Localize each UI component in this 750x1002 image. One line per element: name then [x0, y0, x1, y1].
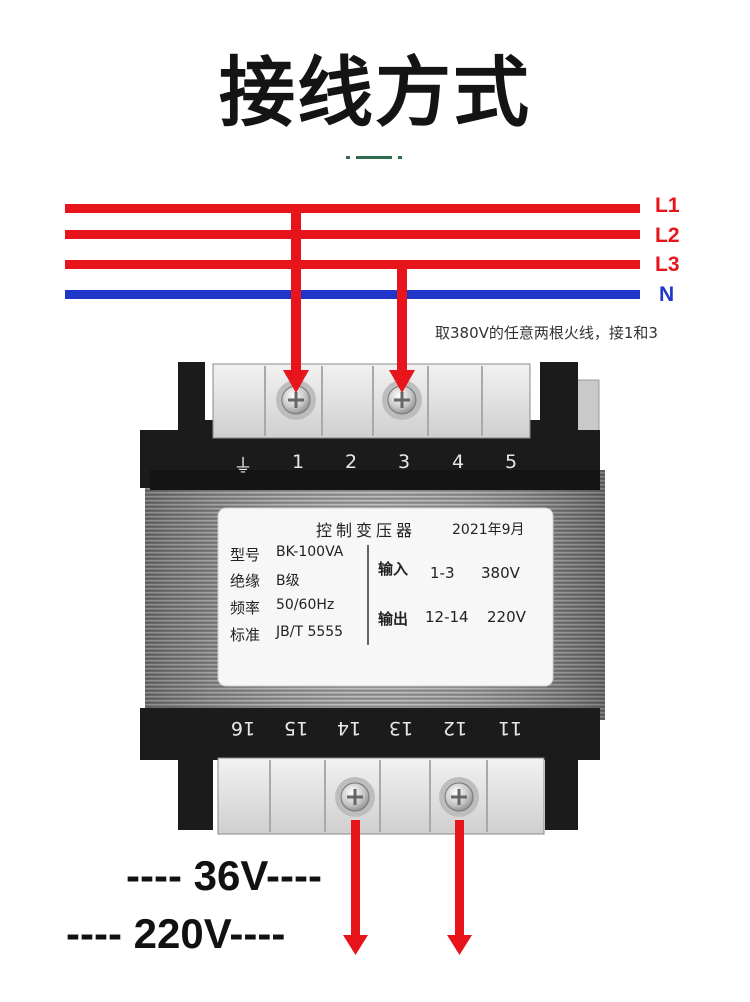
nameplate-input-terminals: 1-3 — [430, 564, 455, 582]
terminal-label-11: 11 — [497, 717, 523, 739]
bottom-bobbin-frame — [140, 708, 600, 830]
terminal-label-12: 12 — [442, 717, 468, 739]
terminal-label-15: 15 — [283, 717, 309, 739]
nameplate-frequency-value: 50/60Hz — [276, 597, 335, 613]
nameplate-output-voltage: 220V — [487, 608, 526, 626]
line-label-l2: L2 — [655, 224, 680, 247]
wire-l1 — [65, 204, 640, 213]
input-arrow-l1 — [283, 208, 309, 393]
nameplate-date: 2021年9月 — [452, 522, 525, 538]
nameplate-frequency-label: 频率 — [230, 599, 261, 617]
terminal-label-4: 4 — [451, 451, 465, 473]
wire-n — [65, 290, 640, 299]
nameplate — [217, 507, 554, 687]
terminal-ground-label: ⏚ — [233, 455, 253, 477]
nameplate-input-voltage: 380V — [481, 564, 520, 582]
terminal-label-3: 3 — [397, 451, 411, 473]
wiring-note: 取380V的任意两根火线，接1和3 — [435, 324, 658, 342]
line-label-n: N — [659, 283, 675, 306]
output-220v-label: ---- 220V---- — [66, 910, 286, 957]
input-arrow-l3 — [389, 264, 415, 393]
nameplate-title: 控制变压器 — [316, 521, 417, 540]
terminal-label-14: 14 — [336, 717, 362, 739]
nameplate-output-terminals: 12-14 — [425, 608, 469, 626]
bottom-screws — [335, 777, 479, 817]
wire-l3 — [65, 260, 640, 269]
nameplate-input-label: 输入 — [378, 560, 409, 578]
output-arrow-14 — [343, 820, 368, 955]
top-screws — [276, 380, 422, 420]
terminal-label-16: 16 — [230, 717, 256, 739]
terminal-label-13: 13 — [388, 717, 414, 739]
nameplate-standard-value: JB/T 5555 — [276, 624, 344, 640]
nameplate-output-label: 输出 — [378, 610, 409, 628]
nameplate-model-label: 型号 — [230, 546, 261, 564]
output-36v-label: ---- 36V---- — [126, 852, 322, 899]
terminal-label-5: 5 — [504, 451, 518, 473]
nameplate-insulation-label: 绝缘 — [230, 572, 261, 590]
line-label-l1: L1 — [655, 194, 680, 217]
nameplate-model-value: BK-100VA — [276, 544, 344, 560]
wire-l2 — [65, 230, 640, 239]
terminal-label-2: 2 — [344, 451, 358, 473]
title-divider — [346, 154, 402, 160]
page-title: 接线方式 — [219, 48, 531, 137]
line-label-l3: L3 — [655, 253, 680, 276]
output-arrow-12 — [447, 820, 472, 955]
terminal-label-1: 1 — [291, 451, 305, 473]
nameplate-standard-label: 标准 — [230, 626, 261, 644]
nameplate-insulation-value: B级 — [276, 573, 300, 589]
